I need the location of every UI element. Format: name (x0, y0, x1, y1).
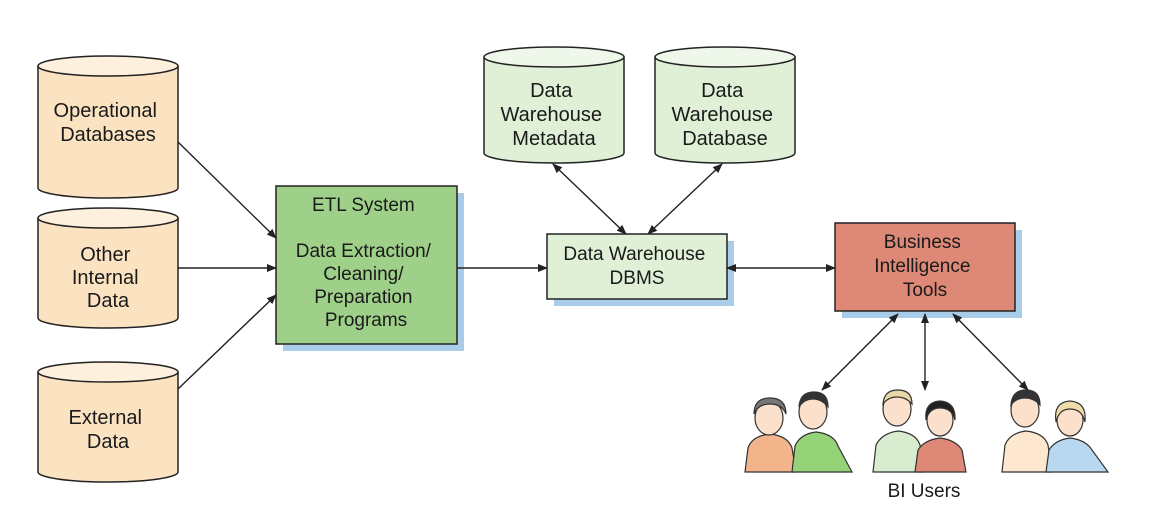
bi-tools-box: Business Intelligence Tools (834, 222, 1022, 318)
arrow-dbms-database (647, 163, 723, 235)
external-data-cylinder: External Data (37, 361, 179, 483)
etl-system-label: ETL System Data Extraction/ Cleaning/ Pr… (296, 195, 436, 331)
arrow-bi-tools-users-right (952, 313, 1029, 391)
arrow-dbms-metadata (552, 163, 627, 235)
operational-databases-label: Operational Databases (54, 100, 163, 146)
other-internal-data-label: Other Internal Data (72, 244, 144, 312)
bi-users-label: BI Users (888, 481, 961, 502)
bi-users-group (744, 389, 1110, 473)
operational-databases-cylinder: Operational Databases (37, 55, 179, 199)
user-person-icon (791, 391, 854, 473)
warehouse-dbms-box: Data Warehouse DBMS (546, 233, 734, 306)
warehouse-metadata-cylinder: Data Warehouse Metadata (483, 46, 625, 164)
warehouse-database-cylinder: Data Warehouse Database (654, 46, 796, 164)
arrow-operational-to-etl (177, 141, 277, 239)
user-person-icon (1045, 400, 1110, 473)
etl-system-box: ETL System Data Extraction/ Cleaning/ Pr… (275, 185, 464, 351)
user-person-icon (1001, 389, 1053, 473)
bi-tools-label: Business Intelligence Tools (874, 232, 975, 301)
user-person-icon (914, 400, 967, 473)
warehouse-metadata-label: Data Warehouse Metadata (500, 80, 607, 150)
arrow-bi-tools-users-left (821, 313, 899, 391)
arrow-external-to-etl (177, 294, 277, 390)
warehouse-dbms-label: Data Warehouse DBMS (563, 244, 710, 289)
other-internal-data-cylinder: Other Internal Data (37, 207, 179, 329)
warehouse-database-label: Data Warehouse Database (671, 80, 778, 150)
user-person-icon (872, 389, 925, 473)
user-person-icon (744, 397, 797, 473)
external-data-label: External Data (69, 407, 148, 453)
